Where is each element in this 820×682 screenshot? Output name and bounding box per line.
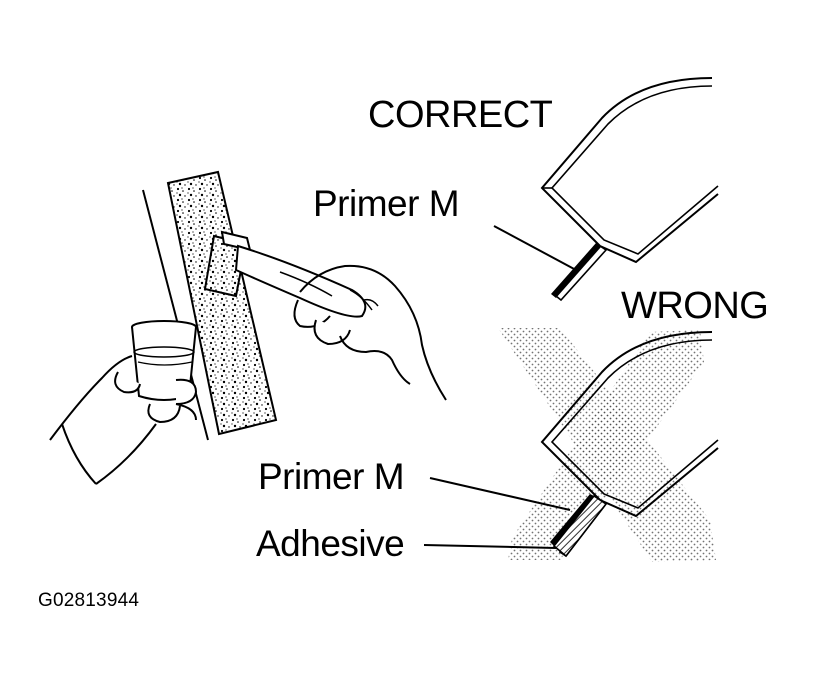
- adhesive-leader: [423, 544, 557, 549]
- primer-correct-leader: [493, 225, 577, 271]
- left-hand-icon: [49, 355, 198, 485]
- correct-section-diagram: [540, 77, 719, 302]
- adhesive-label: Adhesive: [256, 523, 405, 564]
- correct-label: CORRECT: [368, 94, 553, 136]
- figure-code: G02813944: [38, 590, 140, 611]
- wrong-section-diagram: [498, 328, 719, 562]
- primer-wrong-label: Primer M: [258, 456, 405, 497]
- wrong-label: WRONG: [621, 285, 769, 327]
- glass-edge-illustration: [142, 170, 278, 441]
- primer-correct-label: Primer M: [313, 183, 460, 224]
- right-hand-icon: [293, 264, 447, 401]
- primer-wrong-leader: [429, 477, 571, 511]
